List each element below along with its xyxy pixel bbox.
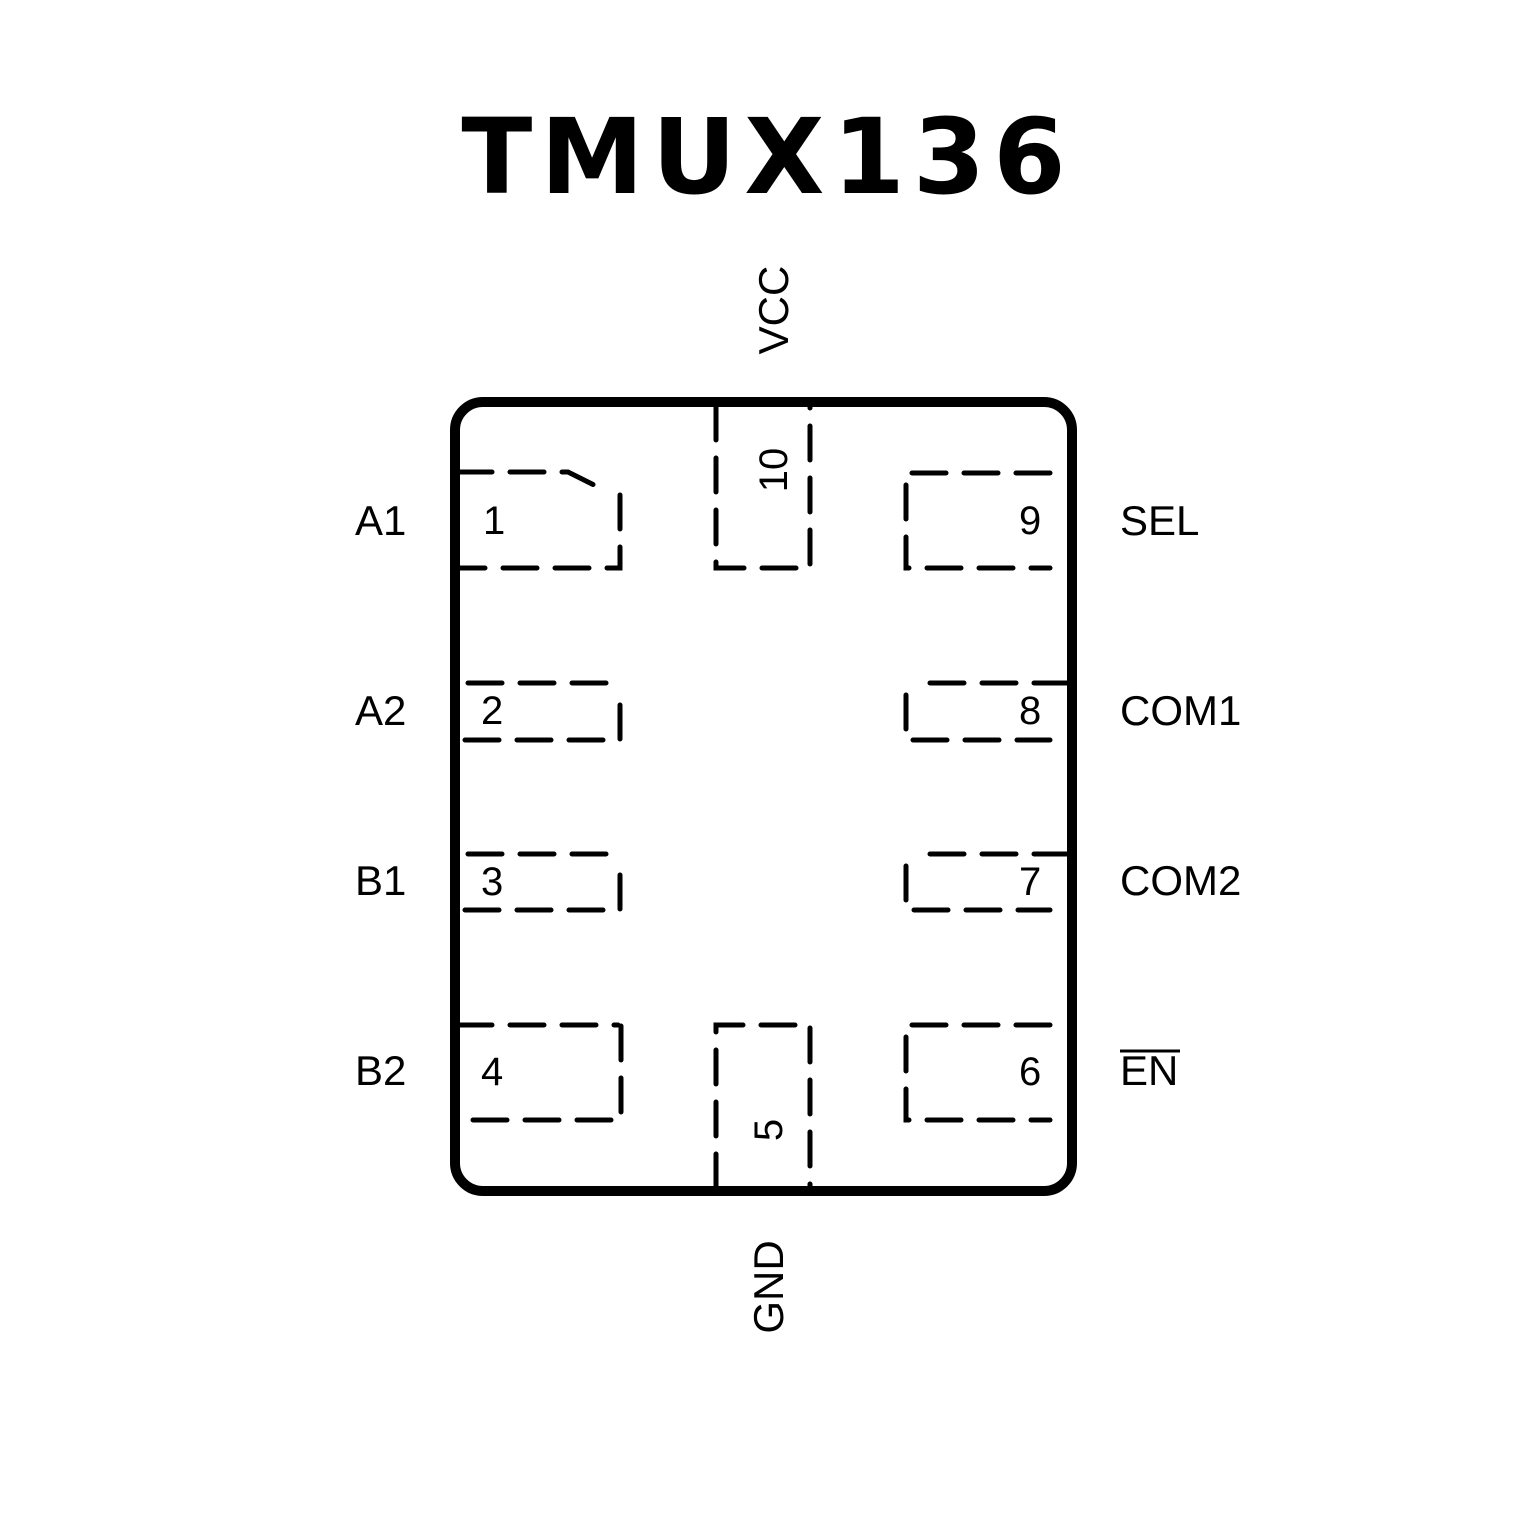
pin-label-a2: A2 bbox=[355, 687, 406, 734]
chip-title: TMUX136 bbox=[461, 96, 1074, 218]
pin-number-3: 3 bbox=[481, 860, 503, 904]
pin-number-5: 5 bbox=[747, 1119, 791, 1141]
pin-8: 8 COM1 bbox=[903, 680, 1241, 743]
pin-label-sel: SEL bbox=[1120, 497, 1199, 544]
pin-3: 3 B1 bbox=[355, 851, 623, 913]
pin-2: 2 A2 bbox=[355, 680, 623, 743]
pad-6 bbox=[903, 1022, 1053, 1123]
pin-label-a1: A1 bbox=[355, 497, 406, 544]
pin-label-gnd: GND bbox=[745, 1240, 792, 1333]
pin-label-vcc: VCC bbox=[750, 266, 797, 355]
pad-5 bbox=[713, 1022, 813, 1191]
pin-number-8: 8 bbox=[1019, 689, 1041, 733]
pin-label-en: EN bbox=[1120, 1047, 1178, 1094]
pin-label-com1: COM1 bbox=[1120, 687, 1241, 734]
pin-1: 1 A1 bbox=[355, 469, 623, 571]
pin-number-6: 6 bbox=[1019, 1050, 1041, 1094]
pad-2 bbox=[455, 680, 623, 743]
pad-10 bbox=[713, 403, 813, 571]
pin-label-b2: B2 bbox=[355, 1047, 406, 1094]
pin-number-2: 2 bbox=[481, 689, 503, 733]
pin-9: 9 SEL bbox=[903, 470, 1199, 571]
pin-number-1: 1 bbox=[483, 499, 505, 543]
pin-number-7: 7 bbox=[1019, 860, 1041, 904]
pin-4: 4 B2 bbox=[355, 1022, 624, 1123]
pin-label-b1: B1 bbox=[355, 857, 406, 904]
pad-1 bbox=[455, 469, 623, 571]
pin-number-9: 9 bbox=[1019, 499, 1041, 543]
pad-3 bbox=[455, 851, 623, 913]
pin-10: 10 VCC bbox=[713, 266, 813, 571]
pad-7 bbox=[903, 851, 1071, 913]
package-outline bbox=[450, 397, 1077, 1196]
pin-7: 7 COM2 bbox=[903, 851, 1241, 913]
pin-number-4: 4 bbox=[481, 1050, 503, 1094]
pin-5: 5 GND bbox=[713, 1022, 813, 1334]
pad-9 bbox=[903, 470, 1053, 571]
pad-4 bbox=[455, 1022, 624, 1123]
pin-6: 6 EN bbox=[903, 1022, 1180, 1123]
pad-8 bbox=[903, 680, 1071, 743]
pin-label-com2: COM2 bbox=[1120, 857, 1241, 904]
pin-number-10: 10 bbox=[752, 448, 796, 493]
